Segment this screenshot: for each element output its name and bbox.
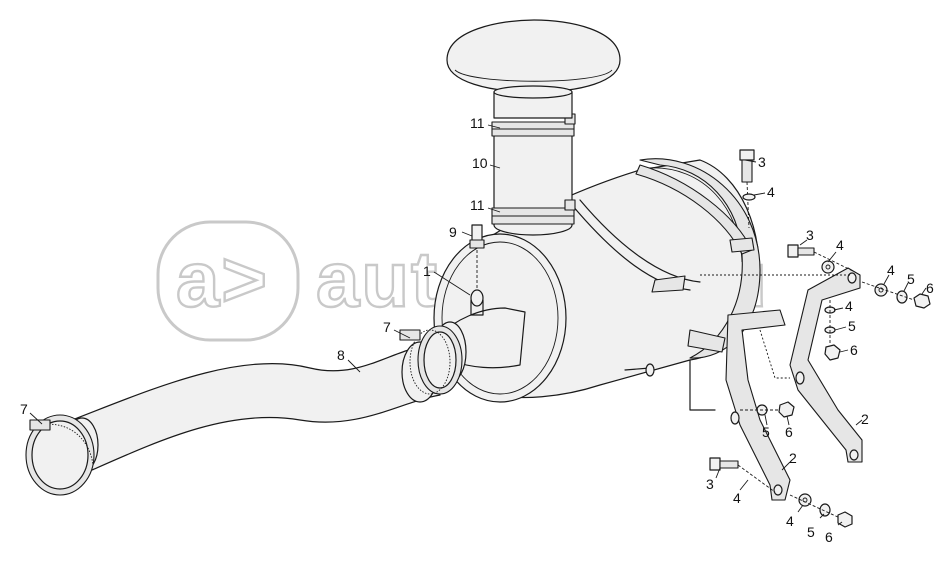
callout-11-upper: 11 — [470, 115, 485, 131]
callout-7-left: 7 — [20, 401, 28, 417]
callout-1: 1 — [423, 263, 431, 279]
callout-labels: 11 10 11 9 1 7 8 7 3 4 3 4 4 5 6 4 5 6 2… — [20, 115, 934, 545]
rain-cap — [446, 19, 621, 119]
intake-hose — [65, 341, 441, 473]
callout-4-top: 4 — [767, 184, 775, 200]
callout-6-lower: 6 — [785, 424, 793, 440]
callout-10: 10 — [472, 155, 488, 171]
nut-lower — [778, 401, 795, 418]
bolt-bottom — [709, 457, 776, 493]
callout-4-middle: 4 — [836, 237, 844, 253]
callout-5-right: 5 — [907, 271, 915, 287]
bolt-middle — [787, 244, 856, 273]
callout-8: 8 — [337, 347, 345, 363]
callout-6-mid: 6 — [850, 342, 858, 358]
callout-2-rear: 2 — [861, 411, 869, 427]
callout-5-lower: 5 — [762, 424, 770, 440]
autopiter-logo-icon — [156, 220, 300, 342]
callout-2-front: 2 — [789, 450, 797, 466]
washer-right-flat — [874, 283, 888, 297]
callout-4-bottom-left: 4 — [733, 490, 741, 506]
nut-mid — [824, 344, 841, 361]
bracket-front — [725, 309, 791, 501]
hose-clamp-left — [25, 414, 95, 496]
callout-7-right: 7 — [383, 319, 391, 335]
nut-bottom — [837, 511, 853, 528]
bracket-rear — [789, 267, 863, 463]
clamp-upper — [491, 113, 576, 137]
callout-5-mid: 5 — [848, 318, 856, 334]
callout-3-middle: 3 — [806, 227, 814, 243]
leader-lines — [29, 124, 927, 526]
callout-3-top: 3 — [758, 154, 766, 170]
callout-5-bottom: 5 — [807, 524, 815, 540]
washer-top — [742, 193, 756, 201]
clamp-lower — [491, 199, 576, 225]
callout-3-bottom: 3 — [706, 476, 714, 492]
callout-9: 9 — [449, 224, 457, 240]
service-indicator — [469, 224, 485, 316]
callout-11-lower: 11 — [470, 197, 485, 213]
callout-4-bottom-right: 4 — [786, 513, 794, 529]
nut-right — [913, 293, 931, 309]
callout-6-bottom: 6 — [825, 529, 833, 545]
washer-bottom-spring — [819, 503, 831, 517]
washer-middle — [821, 260, 835, 274]
callout-4-mid: 4 — [845, 298, 853, 314]
watermark-logo-letter: a> — [176, 235, 269, 323]
washer-right-spring — [896, 290, 908, 304]
air-filter-housing — [433, 158, 761, 403]
hose-clamp-right — [399, 325, 463, 395]
callout-6-right: 6 — [926, 280, 934, 296]
bracket-bridge — [689, 274, 850, 411]
callout-4-right: 4 — [887, 262, 895, 278]
